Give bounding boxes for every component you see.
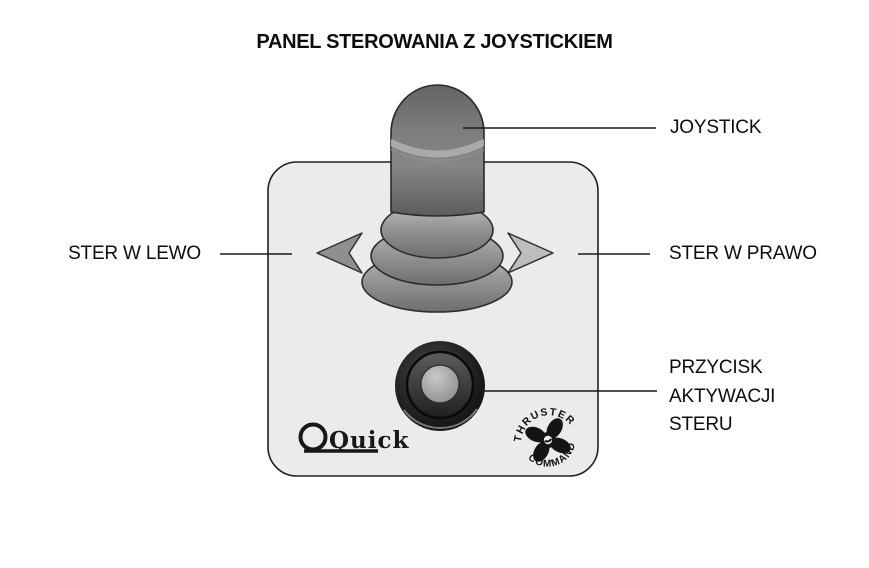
callout-activation-line2: AKTYWACJI <box>669 385 776 407</box>
propeller-icon <box>525 418 571 462</box>
callout-activation-line3: STERU <box>669 414 733 435</box>
left-arrow-icon <box>316 232 363 274</box>
page-title: PANEL STEROWANIA Z JOYSTICKIEM <box>256 31 613 53</box>
activation-button <box>395 341 485 431</box>
right-arrow-icon <box>507 232 554 274</box>
quick-logo: Quick <box>298 422 409 454</box>
callout-activation-button: PRZYCISK AKTYWACJI STERU <box>669 354 775 440</box>
callout-activation-line1: PRZYCISK <box>669 357 763 378</box>
joystick-knob <box>390 84 485 217</box>
callout-joystick: JOYSTICK <box>670 117 762 138</box>
joystick-bellows <box>361 201 513 313</box>
callout-steer-right: STER W PRAWO <box>669 243 817 264</box>
callout-steer-left: STER W LEWO <box>68 243 201 264</box>
brand-text: Quick <box>329 427 409 454</box>
